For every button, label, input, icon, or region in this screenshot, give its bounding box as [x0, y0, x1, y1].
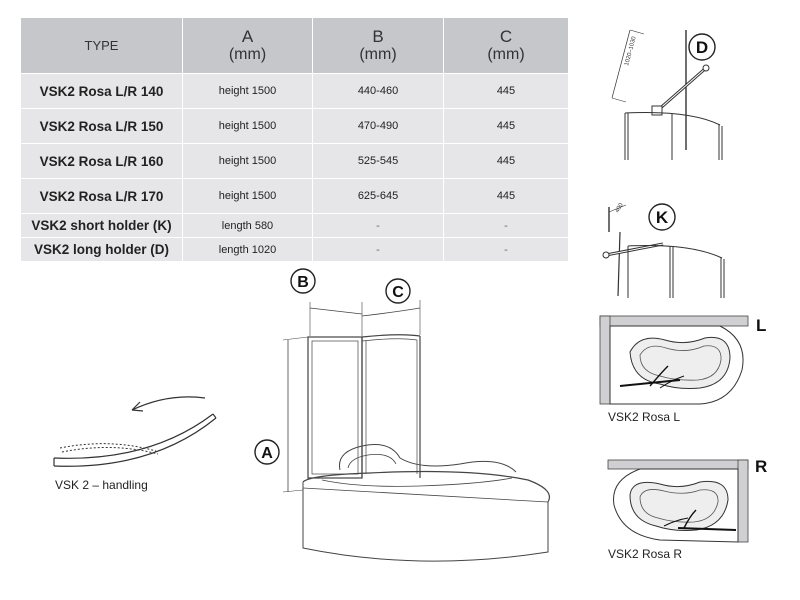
callout-c-letter: C [392, 284, 404, 301]
cell-a: height 1500 [182, 108, 313, 144]
cell-b: 525-545 [312, 143, 444, 179]
callout-a-letter: A [261, 445, 273, 462]
holder-d-dimension: 1020–1030 [624, 35, 638, 66]
cell-c: - [443, 213, 569, 238]
plan-left-caption: VSK2 Rosa L [608, 410, 681, 424]
header-b-unit: (mm) [359, 46, 397, 63]
cell-type: VSK2 Rosa L/R 140 [20, 73, 183, 109]
holder-k-detail [602, 204, 725, 298]
cell-a: height 1500 [182, 73, 313, 109]
plan-left-drawing [599, 315, 749, 405]
callout-b-letter: B [297, 274, 309, 291]
header-a-unit: (mm) [228, 46, 267, 63]
cell-b: - [312, 237, 444, 262]
handling-sketch [53, 396, 217, 467]
cell-a: length 1020 [182, 237, 313, 262]
cell-type: VSK2 short holder (K) [20, 213, 183, 238]
cell-type: VSK2 Rosa L/R 160 [20, 143, 183, 179]
handling-caption: VSK 2 – handling [55, 478, 148, 492]
plan-right-drawing [607, 459, 749, 543]
table-header-row: TYPE A (mm) B (mm) C (mm) [20, 17, 569, 74]
header-a-letter: A [241, 27, 254, 46]
table-row: VSK2 short holder (K) length 580 - - [20, 213, 569, 238]
cell-c: 445 [443, 178, 569, 214]
cell-b: 625-645 [312, 178, 444, 214]
callout-b: B [290, 268, 316, 294]
header-c-letter: C [499, 27, 513, 46]
cell-c: 445 [443, 73, 569, 109]
callout-k: K [648, 203, 676, 231]
header-b: B (mm) [312, 17, 444, 74]
cell-type: VSK2 long holder (D) [20, 237, 183, 262]
table-row: VSK2 long holder (D) length 1020 - - [20, 237, 569, 262]
callout-d: D [688, 33, 716, 61]
table-row: VSK2 Rosa L/R 170 height 1500 625-645 44… [20, 178, 569, 214]
spec-table: TYPE A (mm) B (mm) C (mm) VSK2 Rosa L/R … [20, 17, 569, 262]
cell-type: VSK2 Rosa L/R 170 [20, 178, 183, 214]
callout-c: C [385, 278, 411, 304]
cell-c: 445 [443, 108, 569, 144]
header-type: TYPE [20, 17, 183, 74]
cell-b: - [312, 213, 444, 238]
callout-a: A [254, 439, 280, 465]
header-c-unit: (mm) [487, 46, 525, 63]
cell-b: 470-490 [312, 108, 444, 144]
callout-k-letter: K [656, 208, 669, 227]
callout-d-letter: D [696, 38, 708, 57]
holder-d-detail [611, 29, 723, 160]
cell-type: VSK2 Rosa L/R 150 [20, 108, 183, 144]
cell-c: - [443, 237, 569, 262]
bath-screen-drawing [282, 300, 550, 562]
cell-c: 445 [443, 143, 569, 179]
table-row: VSK2 Rosa L/R 150 height 1500 470-490 44… [20, 108, 569, 144]
holder-k-dimension: 400 [615, 202, 626, 214]
plan-right-side-letter: R [755, 457, 768, 476]
cell-a: height 1500 [182, 178, 313, 214]
header-b-letter: B [372, 27, 384, 46]
plan-right-caption: VSK2 Rosa R [608, 547, 683, 561]
header-c: C (mm) [443, 17, 569, 74]
plan-left-side-letter: L [756, 316, 767, 335]
